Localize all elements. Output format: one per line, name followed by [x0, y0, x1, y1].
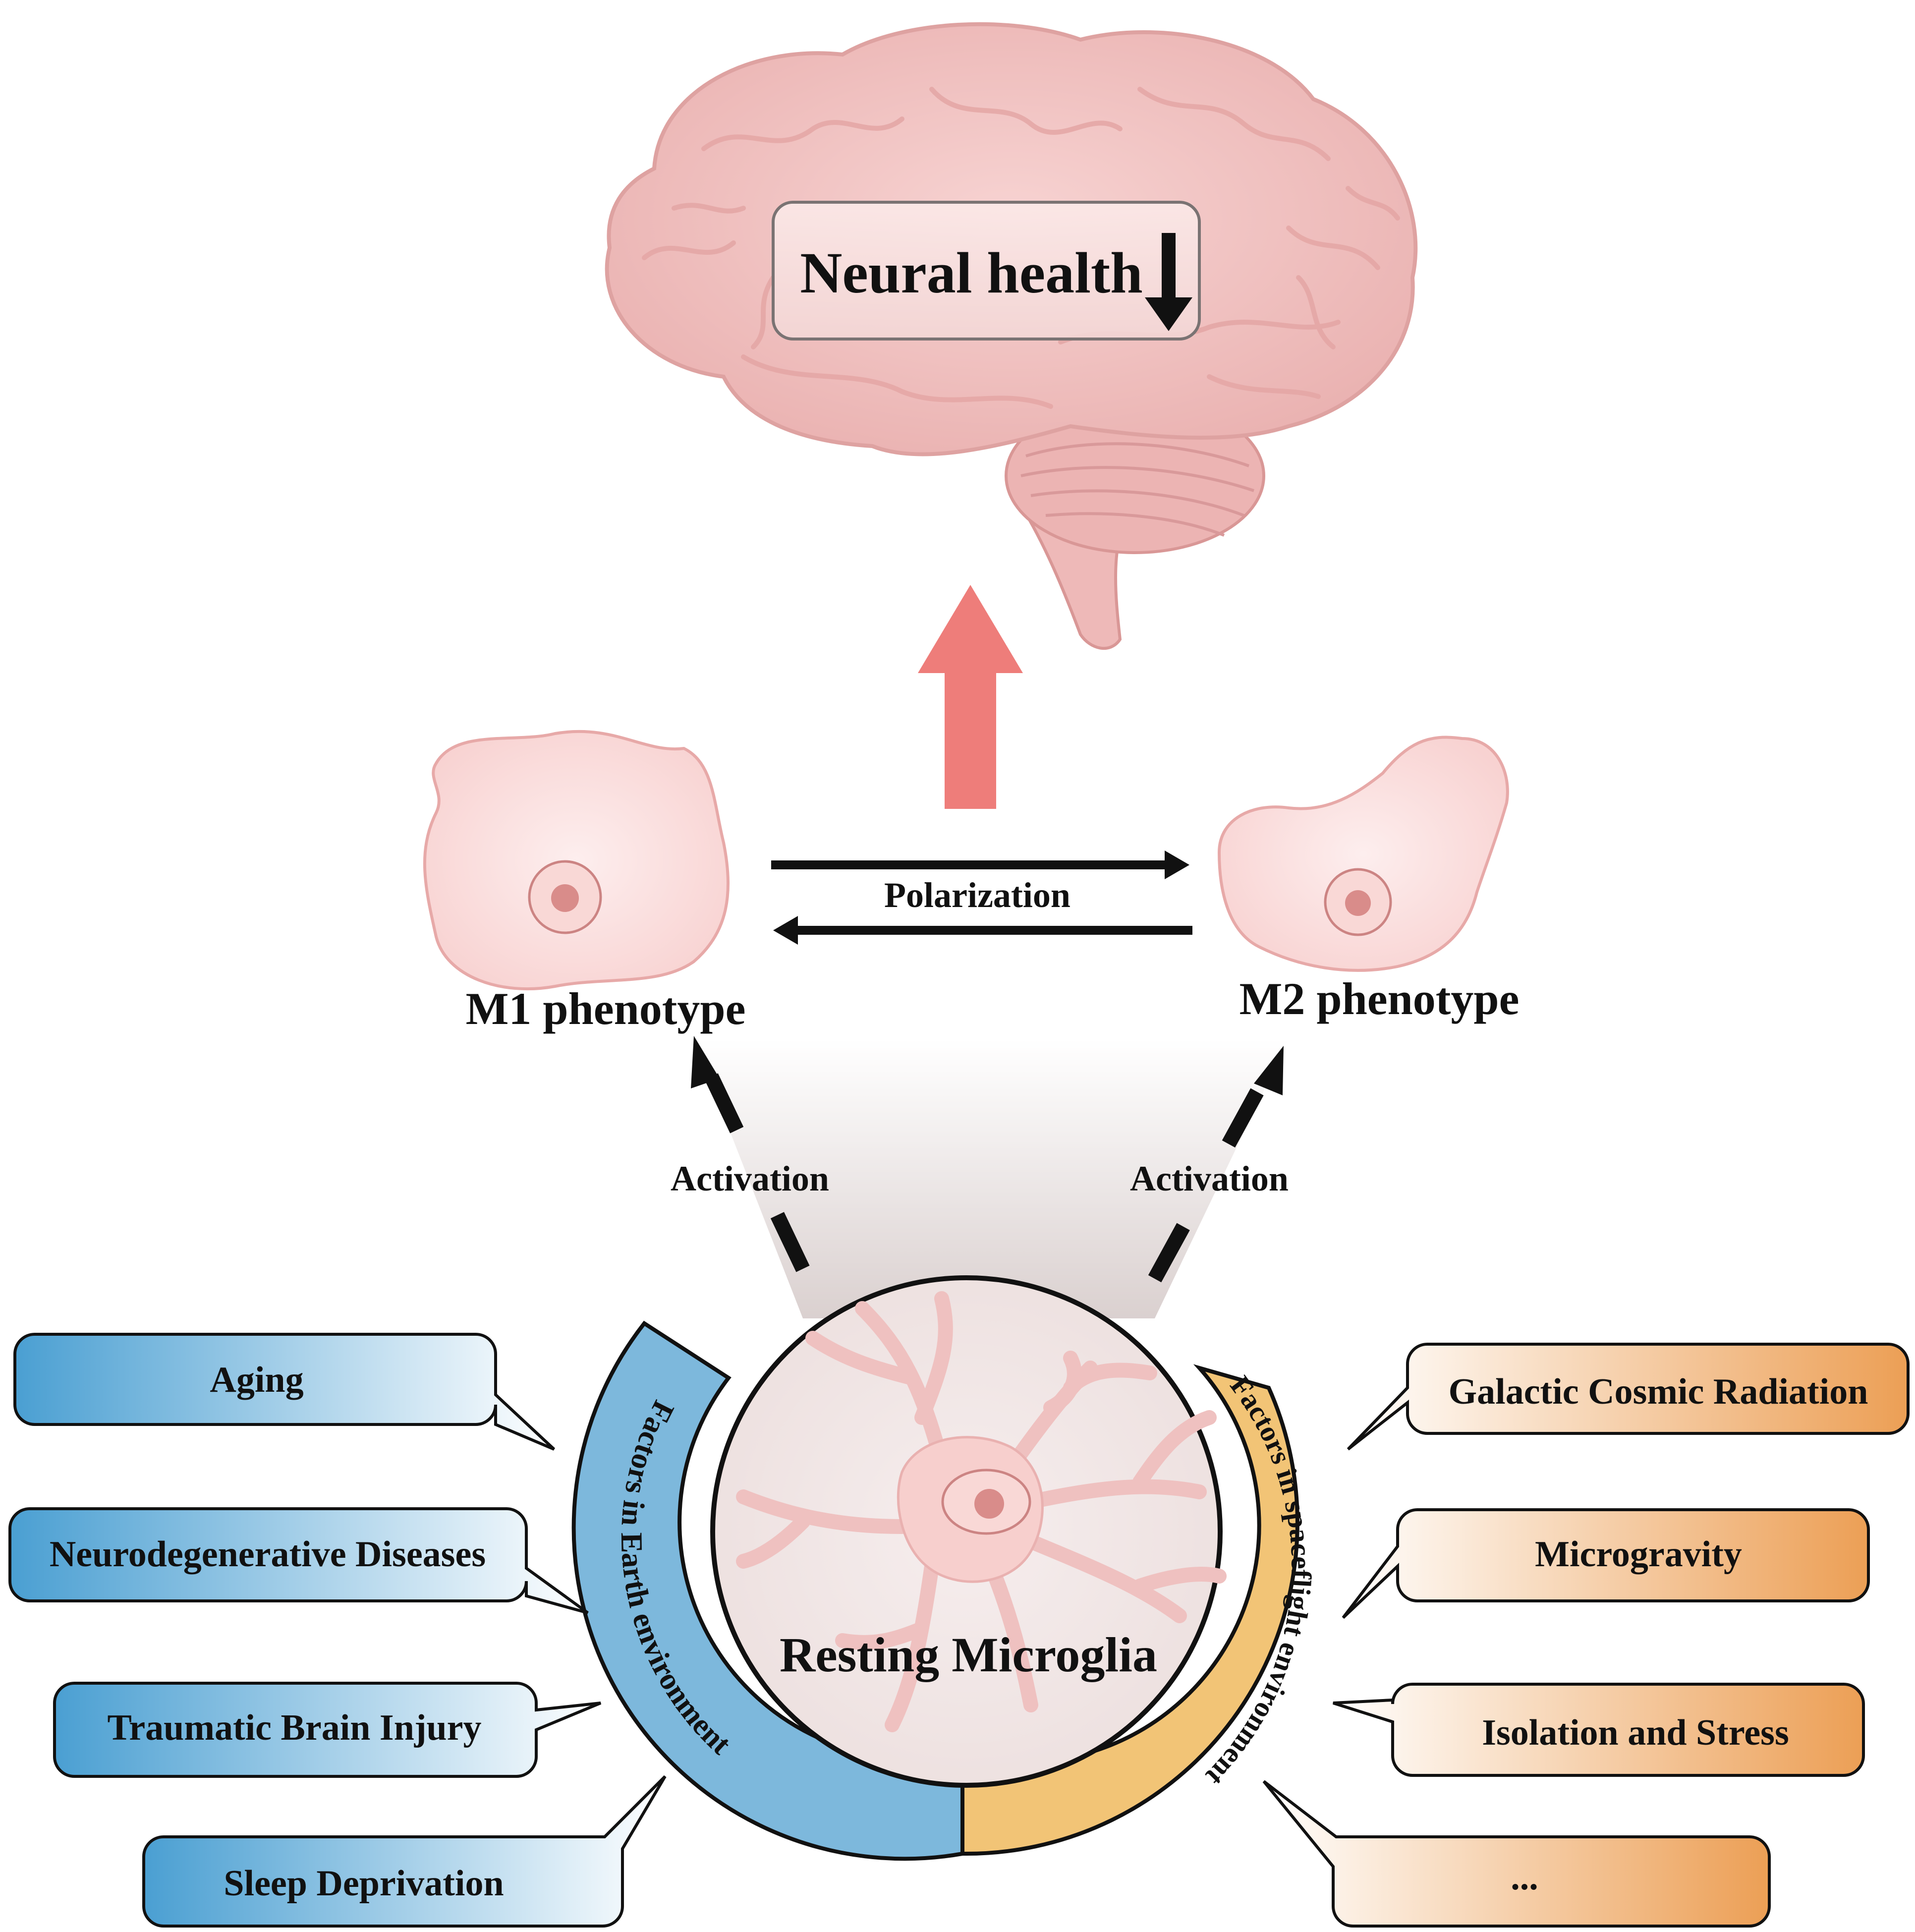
up-arrow-to-brain: [918, 585, 1023, 809]
earth-factor-label: Aging: [210, 1360, 303, 1400]
neural-health-window: [772, 201, 1201, 341]
activation-arrow-right: [1148, 1067, 1276, 1283]
m1-cell: [423, 730, 730, 991]
m2-phenotype-label: M2 phenotype: [1239, 973, 1520, 1024]
neural-health-label: Neural health: [800, 240, 1143, 305]
resting-microglia-label: Resting Microglia: [780, 1627, 1157, 1682]
space-factor-label: Isolation and Stress: [1482, 1712, 1789, 1753]
space-factor-label: Microgravity: [1535, 1534, 1742, 1575]
space-factor-gcr: Galactic Cosmic Radiation: [1347, 1343, 1910, 1451]
m2-cell: [1217, 736, 1509, 972]
earth-arc: [571, 1320, 964, 1861]
polarization-label: Polarization: [884, 875, 1070, 915]
earth-factor-neurodegenerative: Neurodegenerative Diseases: [8, 1507, 589, 1614]
activation-arrowhead-right: [1254, 1046, 1284, 1095]
down-arrow-icon: [1145, 233, 1192, 331]
earth-factor-label: Neurodegenerative Diseases: [50, 1534, 486, 1575]
space-factor-ellipsis: ...: [1262, 1780, 1771, 1928]
activation-arrowhead-left: [691, 1036, 720, 1088]
activation-label-left: Activation: [671, 1159, 829, 1198]
space-factor-isolation-stress: Isolation and Stress: [1333, 1683, 1865, 1777]
earth-factor-sleep-deprivation: Sleep Deprivation: [142, 1775, 667, 1928]
polarization-arrow-right: [771, 851, 1189, 879]
brain-illustration: Neural health: [605, 22, 1418, 650]
earth-factor-label: Sleep Deprivation: [224, 1863, 504, 1904]
earth-factor-label: Traumatic Brain Injury: [107, 1707, 481, 1748]
space-factor-label: ...: [1511, 1857, 1538, 1898]
activation-label-right: Activation: [1130, 1159, 1289, 1198]
m1-phenotype-label: M1 phenotype: [466, 983, 746, 1034]
space-factor-microgravity: Microgravity: [1342, 1508, 1870, 1619]
space-factor-label: Galactic Cosmic Radiation: [1449, 1371, 1868, 1412]
activation-arrow-left: [697, 1057, 810, 1272]
activation-funnel: [694, 1039, 1289, 1318]
earth-factor-aging: Aging: [13, 1333, 556, 1451]
resting-microglia-cell: [736, 1291, 1227, 1732]
polarization-arrow-left: [773, 916, 1192, 945]
earth-factor-traumatic-brain-injury: Traumatic Brain Injury: [53, 1682, 602, 1778]
resting-microglia-body: [897, 1436, 1044, 1583]
